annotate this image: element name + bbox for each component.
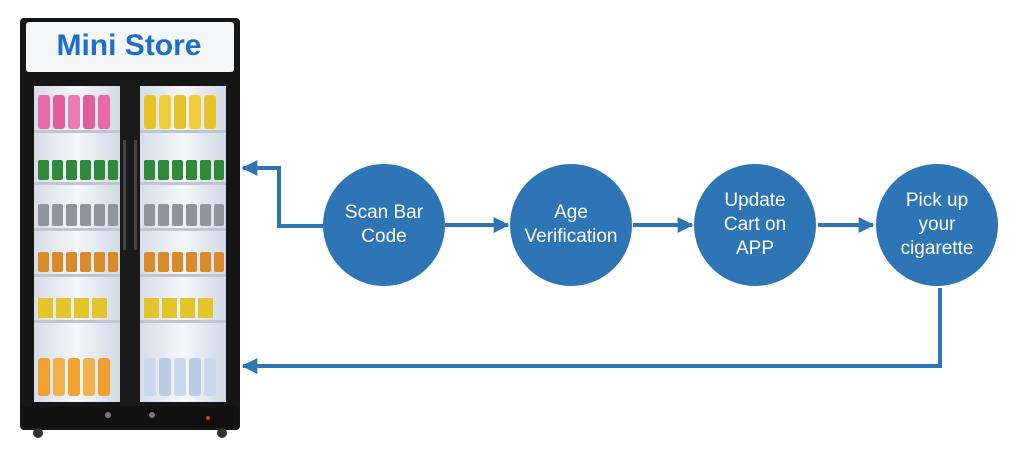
- arrow-pickup-to-fridge: [241, 288, 942, 374]
- lock-right: [149, 412, 155, 418]
- arrow-scan-to-fridge: [241, 160, 323, 228]
- step-age-verification: Age Verification: [510, 164, 632, 286]
- power-indicator: [206, 416, 210, 420]
- products-row-2: [38, 160, 224, 180]
- right-handle: [134, 140, 137, 250]
- step-label: Age Verification: [524, 202, 618, 247]
- products-row-3: [38, 204, 224, 226]
- products-row-6: [38, 358, 216, 396]
- products-row-5: [38, 298, 213, 318]
- step-pick-up: Pick up your cigarette: [876, 164, 998, 286]
- step-scan-bar-code: Scan Bar Code: [323, 164, 445, 286]
- products-row-4: [38, 252, 224, 272]
- fridge-sign-panel: [26, 22, 234, 72]
- fridge-illustration: [20, 18, 240, 438]
- left-handle: [123, 140, 126, 250]
- flow-arrows: [241, 160, 942, 374]
- right-door-glass: [140, 86, 226, 402]
- wheel-left: [33, 428, 43, 438]
- lock-left: [105, 412, 111, 418]
- left-door-glass: [34, 86, 120, 402]
- step-update-cart: Update Cart on APP: [694, 164, 816, 286]
- shelves: [34, 130, 226, 323]
- store-sign: Mini Store: [56, 29, 202, 62]
- wheel-right: [217, 428, 227, 438]
- step-label: Pick up your cigarette: [900, 190, 974, 259]
- step-label: Update Cart on APP: [723, 190, 787, 259]
- products-row-1: [38, 95, 216, 129]
- step-label: Scan Bar Code: [344, 202, 424, 247]
- fridge-base: [22, 406, 238, 428]
